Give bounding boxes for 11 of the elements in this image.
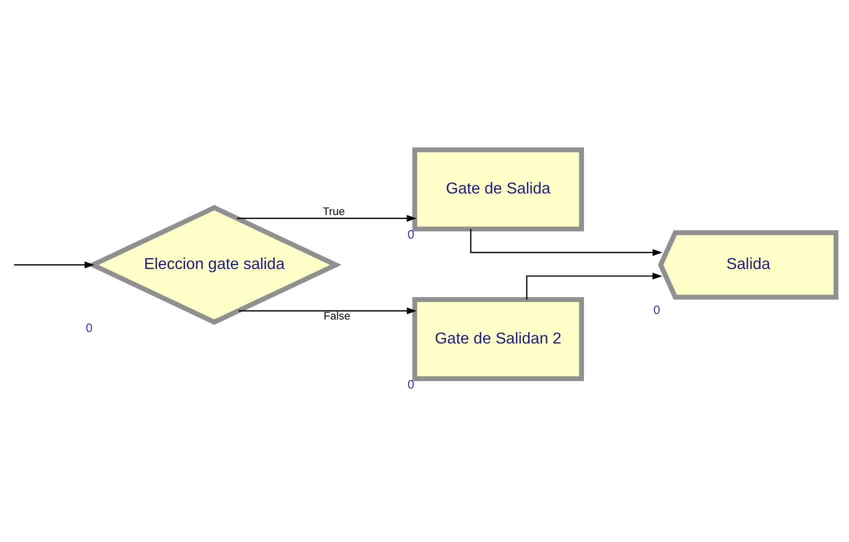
node-label: 0 [653,303,660,318]
node-box: Gate de Salida [412,147,584,232]
arrow [237,214,416,222]
arrow [470,229,662,256]
arrow [526,272,662,300]
node-label: 0 [407,228,414,242]
arrow [238,307,417,314]
node-label: 0 [407,377,414,392]
edge-label: True [322,206,345,218]
node-box: Gate de Salidan 2 [412,297,584,382]
arrow [14,262,94,268]
